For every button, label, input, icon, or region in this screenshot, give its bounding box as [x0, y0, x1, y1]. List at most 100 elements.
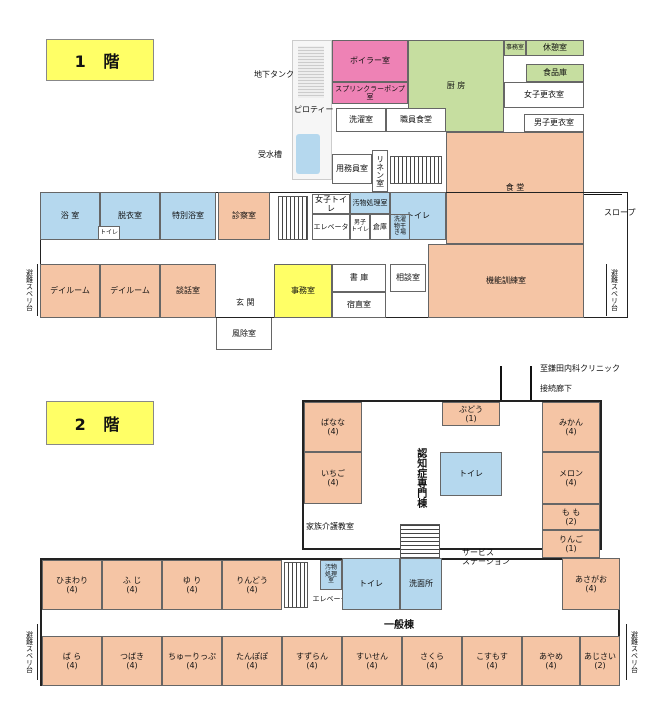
service-station-label: サービス ステーション [462, 548, 510, 567]
room-suzuran: すずらん(4) [282, 636, 342, 686]
room-capacity: (4) [585, 584, 597, 593]
dementia-wing-label: 認知症専門棟 [412, 440, 428, 516]
evac-slide-left-f2: 避難スベリ台 [22, 624, 38, 680]
toilet-f2: トイレ [342, 558, 400, 610]
room-capacity: (4) [327, 427, 339, 436]
water-tank-shape [296, 134, 320, 174]
exam-room: 診察室 [218, 192, 270, 240]
food-storage: 食品庫 [526, 64, 584, 82]
corridor-wall-2 [530, 366, 532, 400]
room-capacity: (2) [565, 517, 577, 526]
room-name: ぶどう [459, 404, 483, 414]
room-capacity: (4) [426, 661, 438, 670]
office-room: 事務室 [274, 264, 332, 318]
room-name: ゆ り [182, 575, 202, 585]
room-capacity: (2) [594, 661, 606, 670]
room-name: ば ら [62, 651, 82, 661]
washroom: 洗面所 [400, 558, 442, 610]
room-rindou: りんどう(4) [222, 560, 282, 610]
slope-wall [584, 194, 622, 195]
room-name: たんぽぽ [236, 651, 268, 661]
room-himawari: ひまわり(4) [42, 560, 102, 610]
room-capacity: (4) [186, 661, 198, 670]
room-momo: も も(2) [542, 504, 600, 530]
room-tsubaki: つばき(4) [102, 636, 162, 686]
room-fuji: ふ じ(4) [102, 560, 162, 610]
room-sakura: さくら(4) [402, 636, 462, 686]
small-toilet: トイレ [98, 226, 120, 240]
corridor-label: 接続廊下 [540, 384, 572, 393]
general-wing-label: 一般棟 [384, 620, 414, 631]
female-toilet: 女子トイレ [312, 194, 350, 214]
evac-slide-right-f2: 避難スベリ台 [626, 624, 642, 680]
room-name: りんどう [236, 575, 268, 585]
room-name: こすもす [476, 651, 508, 661]
boiler-room: ボイラー室 [332, 40, 408, 82]
staff-dining: 職員食堂 [386, 108, 446, 132]
room-capacity: (4) [126, 661, 138, 670]
room-name: あじさい [584, 651, 616, 661]
floor2-title: 2 階 [46, 401, 154, 445]
sprinkler-pump-room: スプリンクラーポンプ室 [332, 82, 408, 104]
room-name: さくら [420, 651, 444, 661]
room-suisen: すいせん(4) [342, 636, 402, 686]
room-capacity: (4) [246, 585, 258, 594]
room-tanpopo: たんぽぽ(4) [222, 636, 282, 686]
room-name: あさがお [575, 574, 607, 584]
underground-tank-shape [298, 46, 324, 98]
stairs-f2-upper [400, 524, 440, 558]
room-capacity: (4) [366, 661, 378, 670]
clinic-label: 至鎌田内科クリニック [540, 364, 620, 373]
special-bath: 特別浴室 [160, 192, 216, 240]
room-name: すずらん [296, 651, 328, 661]
elevator-f2: エレベータ [310, 590, 350, 608]
room-name: つばき [120, 651, 144, 661]
room-ichigo: いちご(4) [304, 452, 362, 504]
dining-hall: 食 堂 [446, 132, 584, 244]
evac-slide-left-f1: 避難スベリ台 [22, 264, 38, 316]
corridor-wall-1 [500, 366, 502, 400]
consult-room: 相談室 [390, 264, 426, 292]
room-melon: メロン(4) [542, 452, 600, 504]
female-locker: 女子更衣室 [504, 82, 584, 108]
washing-drying: 洗濯 物干 き場 [390, 214, 410, 240]
room-capacity: (4) [545, 661, 557, 670]
laundry: 洗濯室 [336, 108, 386, 132]
room-bara: ば ら(4) [42, 636, 102, 686]
dayroom-1: デイルーム [40, 264, 100, 318]
room-ringo: りんご(1) [542, 530, 600, 558]
supplies-room: 用務員室 [332, 154, 372, 184]
storage-f1: 倉庫 [370, 214, 390, 240]
room-capacity: (4) [126, 585, 138, 594]
room-capacity: (4) [66, 661, 78, 670]
room-name: ばなな [321, 417, 345, 427]
room-capacity: (4) [186, 585, 198, 594]
rest-room: 休憩室 [526, 40, 584, 56]
office-small: 事務室 [504, 40, 526, 56]
dayroom-2: デイルーム [100, 264, 160, 318]
stairs-upper [390, 156, 442, 184]
room-yuri: ゆ り(4) [162, 560, 222, 610]
talk-room: 談話室 [160, 264, 216, 318]
room-capacity: (4) [327, 478, 339, 487]
room-name: みかん [559, 417, 583, 427]
library: 書 庫 [332, 264, 386, 292]
water-tank-label: 受水槽 [258, 150, 282, 159]
filth-room-f1: 汚物処理室 [350, 192, 390, 214]
room-capacity: (1) [565, 544, 577, 553]
room-cosmos: こすもす(4) [462, 636, 522, 686]
entrance-label: 玄 関 [236, 298, 255, 307]
linen-room: リネン室 [372, 150, 388, 192]
room-name: メロン [559, 468, 583, 478]
male-locker: 男子更衣室 [524, 114, 584, 132]
center-toilet: トイレ [440, 452, 502, 496]
room-name: すいせん [356, 651, 388, 661]
room-name: りんご [559, 534, 583, 544]
room-name: ちゅーりっぷ [168, 651, 216, 661]
room-asagao: あさがお(4) [562, 558, 620, 610]
room-capacity: (1) [465, 414, 477, 423]
room-capacity: (4) [66, 585, 78, 594]
room-name: あやめ [539, 651, 563, 661]
dementia-wing-frame [302, 400, 602, 550]
room-name: ふ じ [122, 575, 142, 585]
